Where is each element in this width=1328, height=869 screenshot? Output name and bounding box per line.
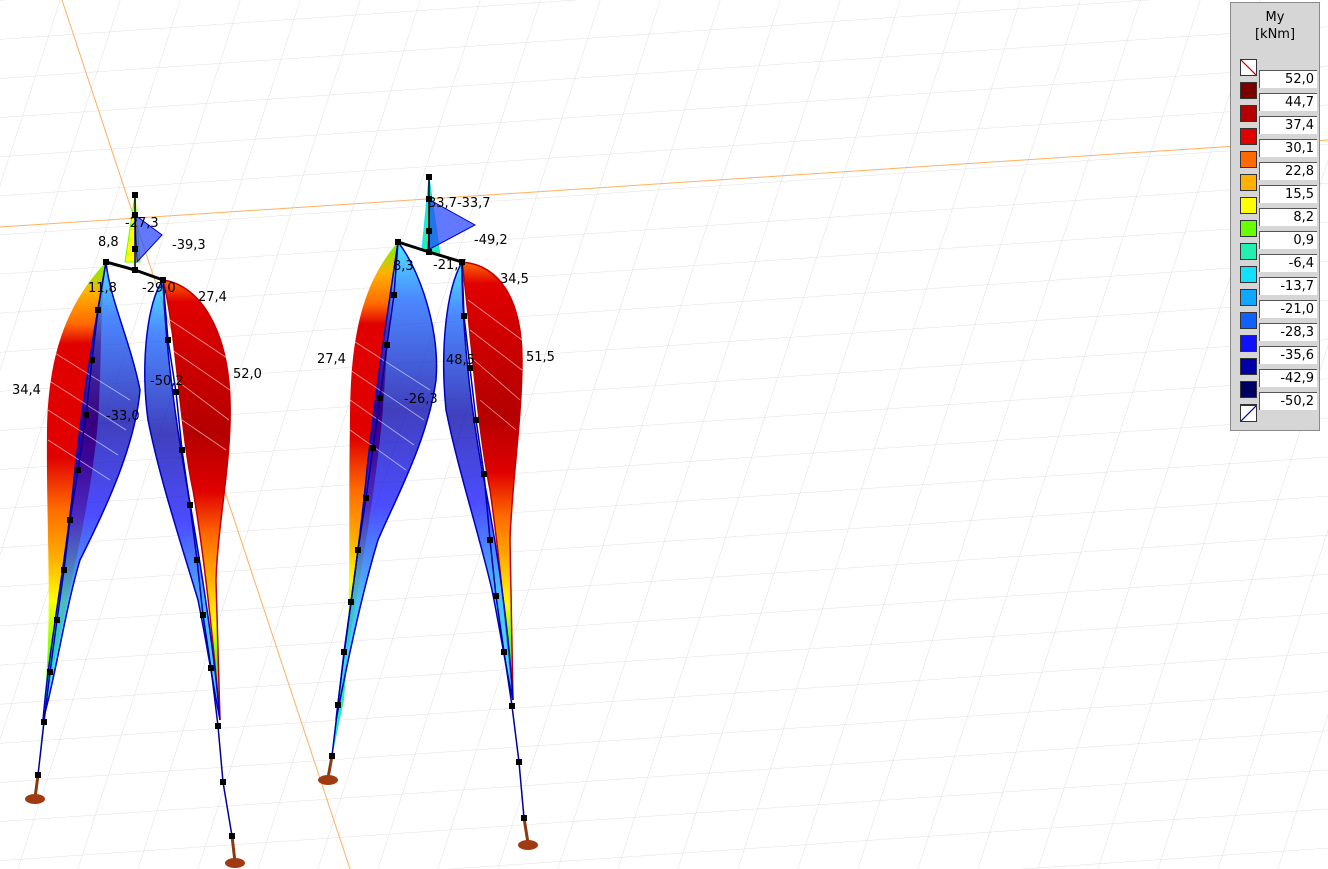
label-f1-top-pos: 8,8 [98, 235, 119, 250]
label-f2-mid-neg: -21,7 [433, 258, 467, 273]
label-f1-left-max: 34,4 [12, 383, 41, 398]
label-f2-top-pair: 33,7-33,7 [428, 196, 491, 211]
legend-row: -13,7 [1231, 266, 1319, 306]
legend-value: -28,3 [1259, 323, 1317, 341]
legend-quantity: My [1265, 10, 1285, 25]
label-f2-top-right: -49,2 [474, 233, 508, 248]
label-f1-top-right: -39,3 [172, 238, 206, 253]
label-f2-right-top: 34,5 [500, 272, 529, 287]
label-f1-left-top: 11,8 [88, 281, 117, 296]
right-support-post [230, 835, 237, 863]
legend-swatch [1240, 174, 1257, 191]
frame-1[interactable] [25, 192, 245, 868]
legend-swatch [1240, 220, 1257, 237]
nodes-2[interactable] [329, 174, 527, 821]
legend-value: 52,0 [1259, 70, 1317, 88]
legend-value: -50,2 [1259, 392, 1317, 410]
overflow-hatch-icon [1240, 59, 1257, 76]
label-f2-left-top: 8,3 [393, 259, 414, 274]
legend-value: -21,0 [1259, 300, 1317, 318]
legend-value: 44,7 [1259, 93, 1317, 111]
legend-row: 0,9 [1231, 220, 1319, 260]
legend-under-swatch [1240, 405, 1257, 422]
legend-swatch [1240, 243, 1257, 260]
legend-swatch [1240, 197, 1257, 214]
color-legend[interactable]: My [kNm] 52,0 44,7 37,4 30,1 22,8 15,5 8,2 0,9 -… [1230, 2, 1320, 431]
label-f1-mid-neg: -29,0 [142, 281, 176, 296]
legend-swatch [1240, 151, 1257, 168]
legend-swatch [1240, 266, 1257, 283]
legend-swatch [1240, 312, 1257, 329]
legend-row: 30,1 [1231, 128, 1319, 168]
legend-swatch [1240, 289, 1257, 306]
legend-unit: [kNm] [1254, 27, 1296, 42]
right-support [225, 858, 245, 868]
legend-value: 37,4 [1259, 116, 1317, 134]
legend-value: -42,9 [1259, 369, 1317, 387]
top-brace-diagram [134, 213, 163, 264]
left-support [25, 794, 45, 804]
legend-swatch [1240, 335, 1257, 352]
label-f2-mid-val: 48,5 [446, 353, 475, 368]
legend-swatch [1240, 105, 1257, 122]
legend-over-swatch [1240, 59, 1257, 76]
legend-row: 44,7 [1231, 82, 1319, 122]
legend-row: 15,5 [1231, 174, 1319, 214]
legend-row: -35,6 [1231, 335, 1319, 375]
legend-value: 22,8 [1259, 162, 1317, 180]
legend-title: My [kNm] [1231, 3, 1319, 43]
legend-row: -50,2 [1231, 381, 1319, 421]
label-f1-left-min: -33,0 [106, 409, 140, 424]
legend-value: -6,4 [1259, 254, 1317, 272]
legend-value: 30,1 [1259, 139, 1317, 157]
nodes[interactable] [35, 192, 235, 839]
legend-row: -6,4 [1231, 243, 1319, 283]
left-column-diagram-neg [42, 261, 141, 721]
legend-swatch [1240, 358, 1257, 375]
label-f2-left-min: -26,3 [404, 392, 438, 407]
legend-row: -21,0 [1231, 289, 1319, 329]
label-f1-right-top: 27,4 [198, 290, 227, 305]
right-support-post-2 [522, 817, 530, 844]
legend-row: 8,2 [1231, 197, 1319, 237]
label-f2-left-max: 27,4 [317, 352, 346, 367]
legend-value: 0,9 [1259, 231, 1317, 249]
axis-x [0, 139, 1328, 228]
left-support-2 [318, 775, 338, 785]
legend-row: 37,4 [1231, 105, 1319, 145]
underflow-hatch-icon [1240, 405, 1257, 422]
legend-rows: 52,0 44,7 37,4 30,1 22,8 15,5 8,2 0,9 -6,4 -13,7 -… [1231, 59, 1319, 421]
right-support-2 [518, 840, 538, 850]
value-labels: -27,3 8,8 -39,3 11,8 -29,0 27,4 34,4 -50… [12, 196, 555, 424]
legend-swatch [1240, 82, 1257, 99]
label-f2-right-max: 51,5 [526, 350, 555, 365]
label-f1-top-neg: -27,3 [125, 216, 159, 231]
label-f1-right-max: 52,0 [233, 367, 262, 382]
frame-2[interactable] [318, 174, 538, 850]
label-f1-mid-min: -50,2 [150, 374, 184, 389]
legend-row: -42,9 [1231, 358, 1319, 398]
legend-swatch [1240, 128, 1257, 145]
legend-swatch [1240, 381, 1257, 398]
legend-value: -35,6 [1259, 346, 1317, 364]
legend-row: -28,3 [1231, 312, 1319, 352]
legend-value: 8,2 [1259, 208, 1317, 226]
legend-row: 52,0 [1231, 59, 1319, 99]
legend-row: 22,8 [1231, 151, 1319, 191]
legend-value: -13,7 [1259, 277, 1317, 295]
left-column-diagram-neg-2 [335, 240, 438, 721]
hatching-2 [349, 299, 523, 471]
left-support-post-2 [326, 755, 334, 779]
legend-value: 15,5 [1259, 185, 1317, 203]
